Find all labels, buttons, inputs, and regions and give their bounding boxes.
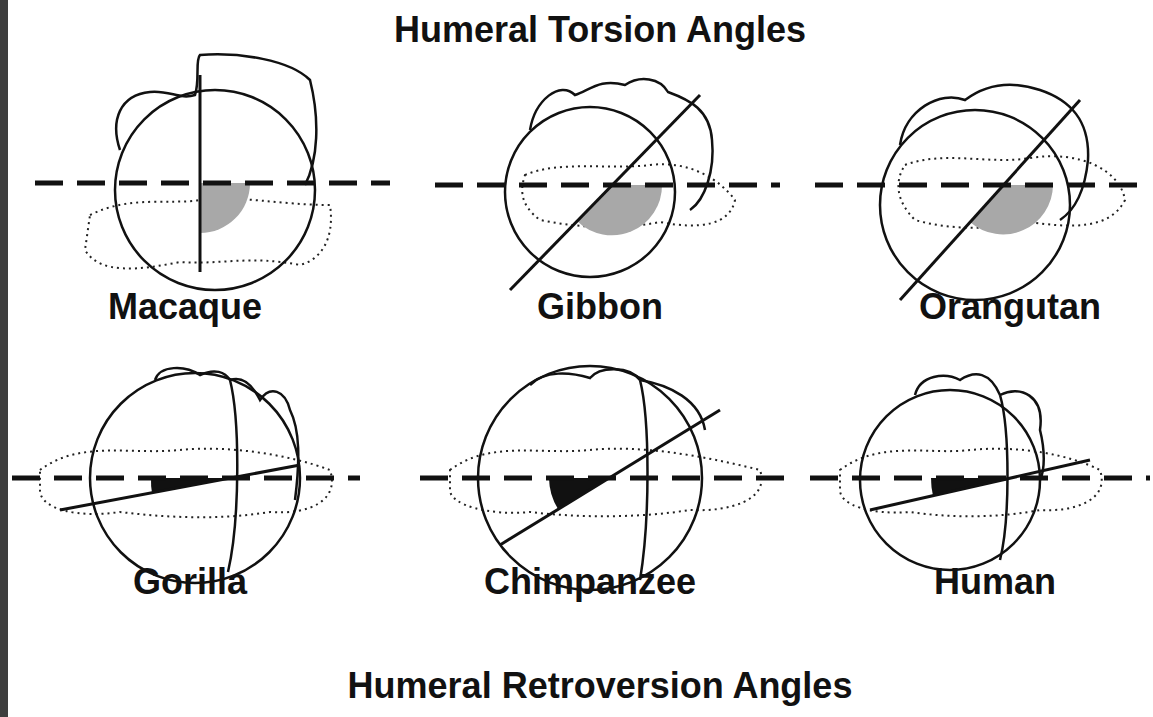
diagram-caption: Humeral Retroversion Angles bbox=[348, 666, 853, 706]
diagram-title: Humeral Torsion Angles bbox=[394, 10, 806, 50]
species-label: Gorilla bbox=[133, 562, 247, 602]
species-label: Gibbon bbox=[537, 287, 663, 327]
species-label: Chimpanzee bbox=[484, 562, 696, 602]
species-label: Macaque bbox=[108, 287, 262, 327]
species-label: Orangutan bbox=[919, 287, 1101, 327]
species-label: Human bbox=[934, 562, 1056, 602]
